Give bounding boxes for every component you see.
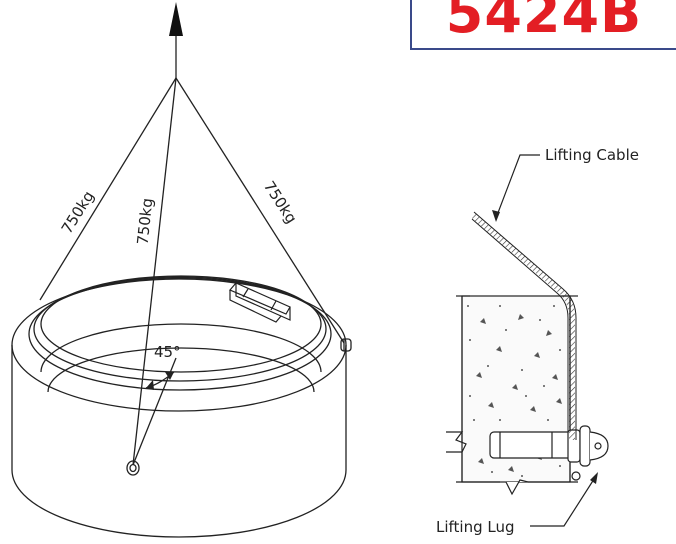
cable-edge-lower [471, 218, 569, 440]
lug-leader-line [530, 475, 597, 527]
lifting-lug-section [489, 425, 609, 481]
ring-top-outer [11, 278, 347, 412]
load-label-left: 750kg [58, 188, 98, 237]
angle-arrow-left [146, 380, 154, 390]
product-code-box: 5424B [410, 0, 676, 50]
angle-arrow-right [165, 372, 174, 380]
ring-top-rim-1 [28, 277, 332, 391]
cable-leader-arrow [492, 210, 500, 222]
lifting-lug-right [340, 338, 352, 352]
lifting-cable-section [472, 213, 575, 440]
product-code: 5424B [445, 0, 643, 45]
load-label-center: 750kg [134, 197, 157, 245]
ring-top-inner [40, 275, 322, 373]
lifting-lug-callout: Lifting Lug [436, 518, 515, 536]
cable-right [175, 77, 345, 344]
ring-inner-step [40, 323, 322, 373]
step-iron [229, 282, 291, 323]
lug-leader-arrow [590, 472, 598, 484]
ring-outer-wall [11, 345, 347, 538]
cable-leader-line [495, 154, 540, 219]
angle-label: 45° [154, 343, 181, 361]
cable-center [132, 77, 177, 466]
lifting-cable-callout: Lifting Cable [545, 146, 639, 164]
lug-section-detail [446, 154, 609, 527]
cable-left [39, 77, 177, 301]
ring-top-rim-2 [33, 276, 327, 382]
ring-lift-view [11, 2, 352, 538]
break-line-left [446, 431, 467, 453]
cable-edge-upper [473, 211, 577, 440]
break-line-bottom [505, 479, 529, 496]
ring-inner-floor [47, 347, 315, 393]
lift-arrow-head [169, 2, 183, 36]
